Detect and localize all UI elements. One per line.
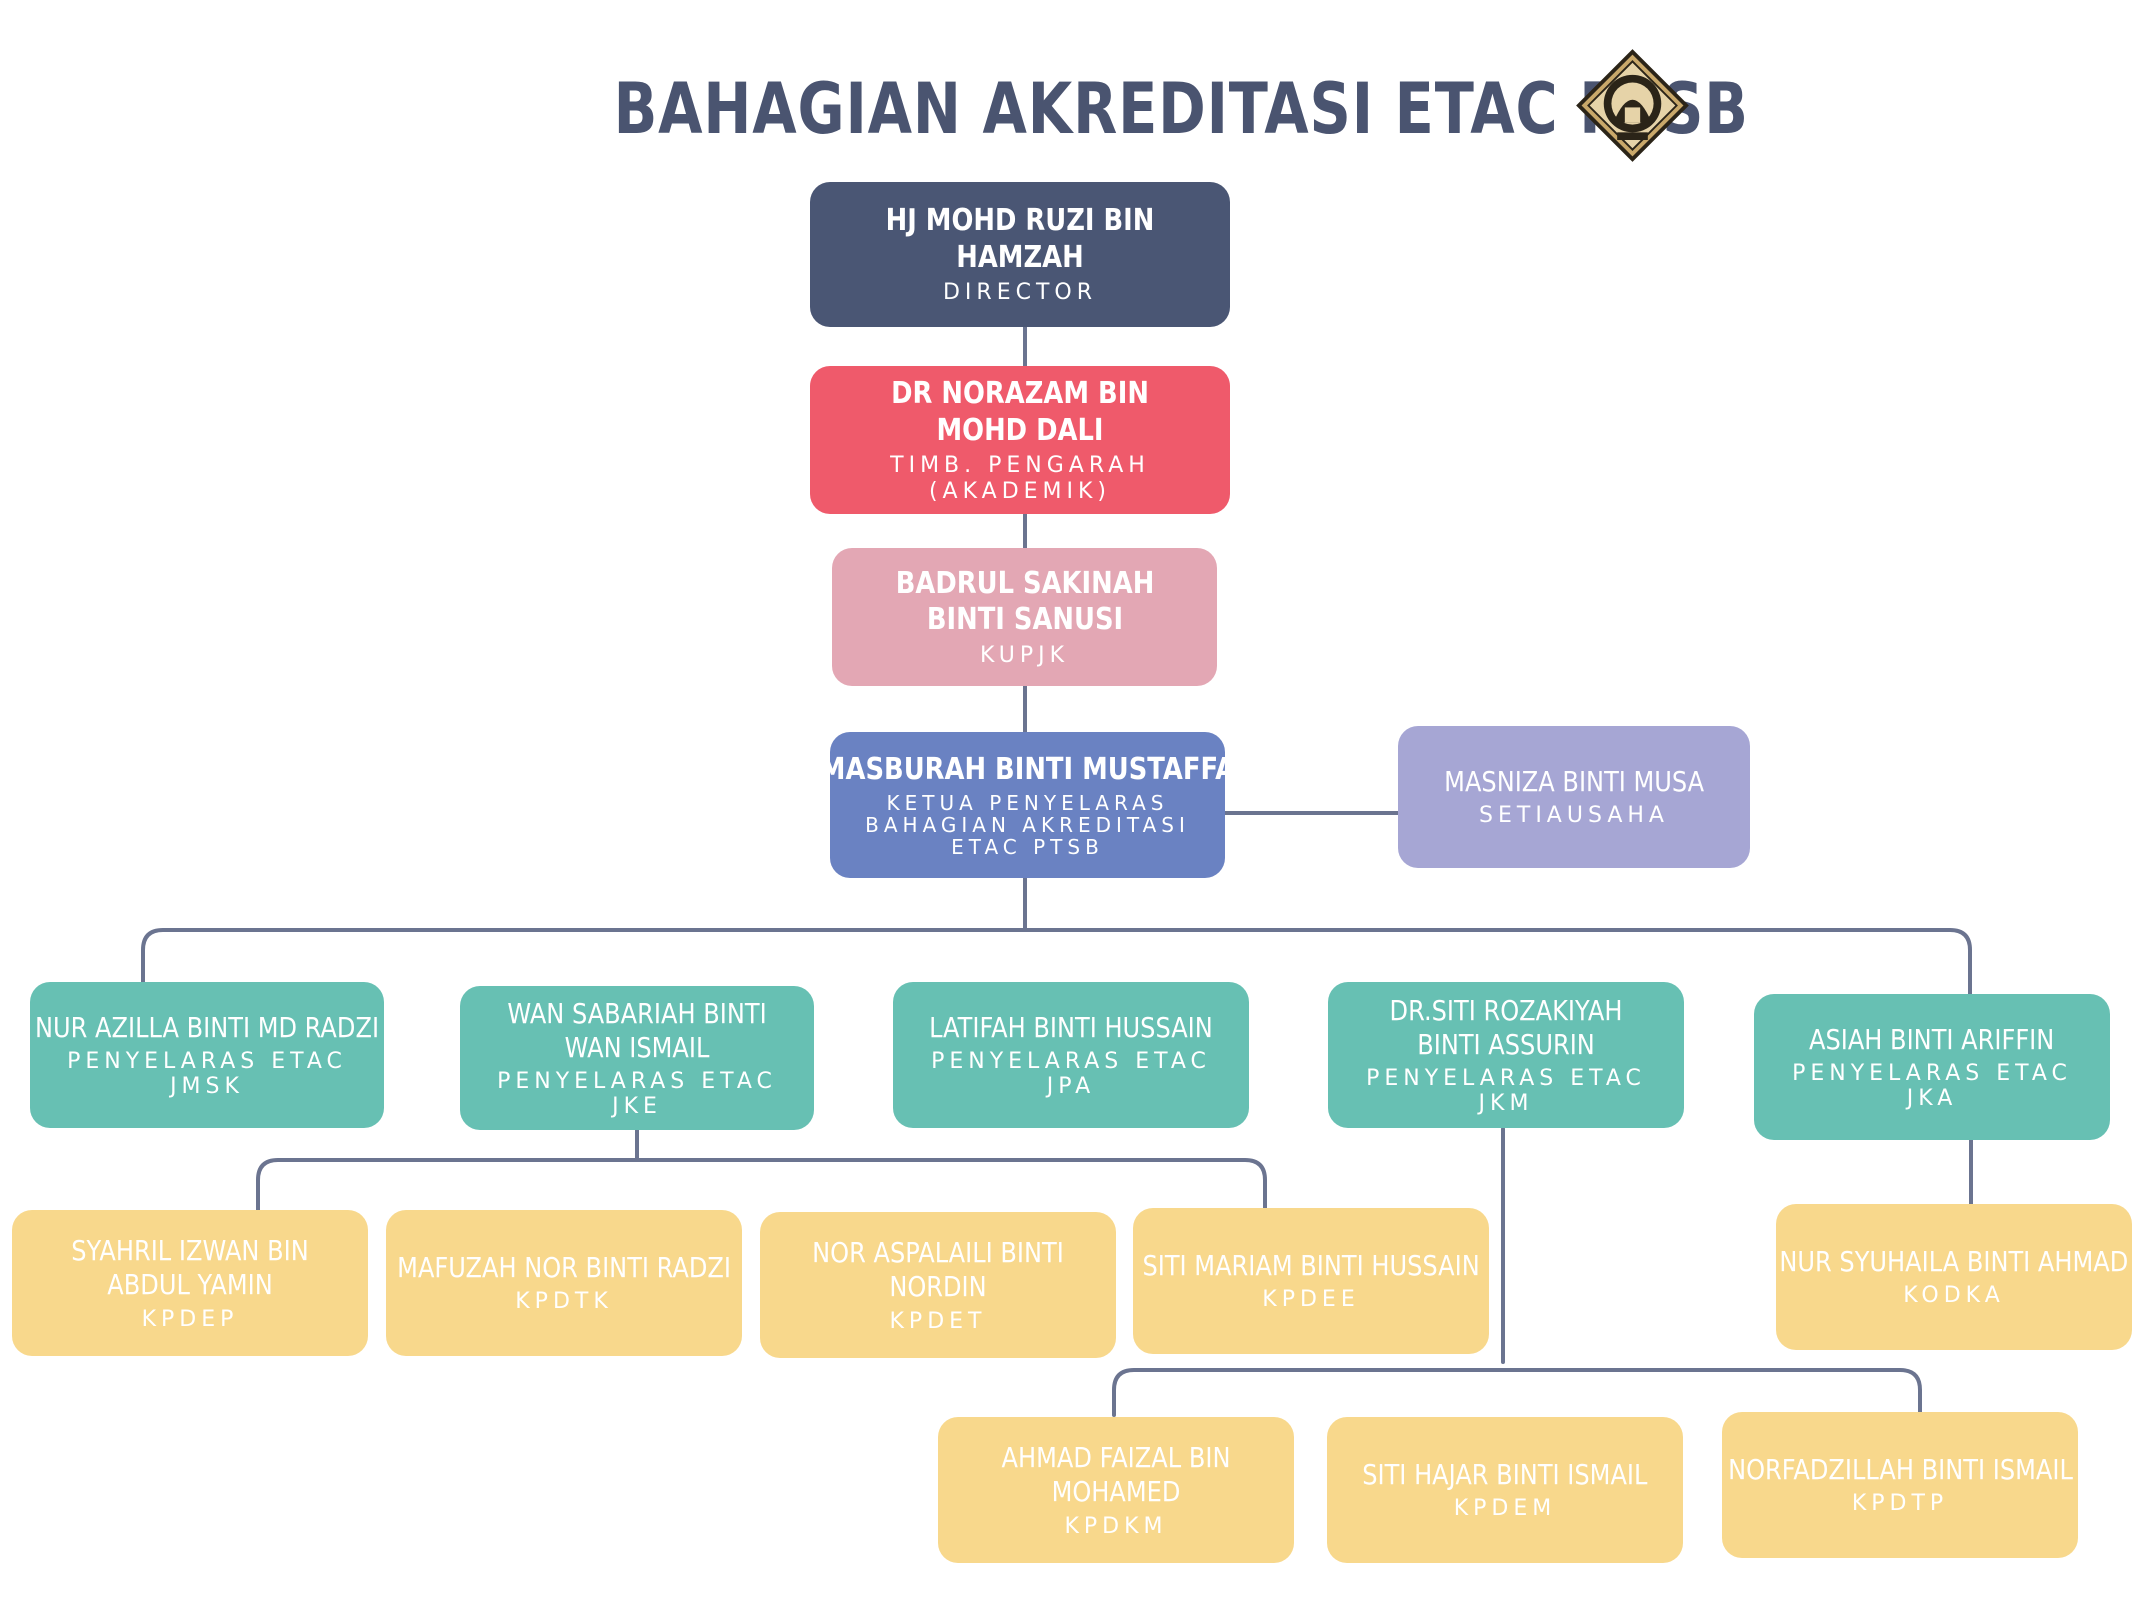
deputy-box: DR NORAZAM BIN MOHD DALI TIMB. PENGARAH … bbox=[810, 366, 1230, 514]
member-box-kpdtp: NORFADZILLAH BINTI ISMAIL KPDTP bbox=[1722, 1412, 2078, 1558]
secretary-box: MASNIZA BINTI MUSA SETIAUSAHA bbox=[1398, 726, 1750, 868]
member-name: SITI MARIAM BINTI HUSSAIN bbox=[1142, 1249, 1480, 1283]
member-name: SITI HAJAR BINTI ISMAIL bbox=[1362, 1458, 1648, 1492]
member-box-kpdkm: AHMAD FAIZAL BIN MOHAMED KPDKM bbox=[938, 1417, 1294, 1563]
member-name: NORFADZILLAH BINTI ISMAIL bbox=[1727, 1453, 2073, 1487]
member-name: NOR ASPALAILI BINTI NORDIN bbox=[812, 1236, 1064, 1304]
member-role: KPDKM bbox=[1064, 1513, 1168, 1539]
member-box-kpdem: SITI HAJAR BINTI ISMAIL KPDEM bbox=[1327, 1417, 1683, 1563]
coordinator-role: PENYELARAS ETAC JPA bbox=[931, 1048, 1211, 1100]
connector-jkm-bus bbox=[1112, 1368, 1922, 1417]
connector-jke-bus bbox=[256, 1158, 1267, 1212]
kupjk-name: BADRUL SAKINAH BINTI SANUSI bbox=[895, 565, 1154, 638]
coordinator-name: LATIFAH BINTI HUSSAIN bbox=[929, 1010, 1213, 1044]
member-box-kpdet: NOR ASPALAILI BINTI NORDIN KPDET bbox=[760, 1212, 1116, 1358]
coordinator-name: ASIAH BINTI ARIFFIN bbox=[1809, 1022, 2055, 1056]
member-role: KPDEP bbox=[141, 1306, 239, 1332]
member-role: KPDEM bbox=[1453, 1496, 1557, 1522]
member-name: SYAHRIL IZWAN BIN ABDUL YAMIN bbox=[71, 1234, 309, 1302]
coordinator-name: NUR AZILLA BINTI MD RADZI bbox=[34, 1010, 380, 1044]
coordinator-box-jmsk: NUR AZILLA BINTI MD RADZI PENYELARAS ETA… bbox=[30, 982, 384, 1128]
head-name: MASBURAH BINTI MUSTAFFA bbox=[819, 751, 1236, 787]
institution-seal-icon bbox=[1576, 49, 1689, 162]
member-name: NUR SYUHAILA BINTI AHMAD bbox=[1779, 1245, 2129, 1279]
coordinator-role: PENYELARAS ETAC JKA bbox=[1792, 1060, 2072, 1112]
coordinator-role: PENYELARAS ETAC JKE bbox=[497, 1068, 777, 1120]
member-box-kpdtk: MAFUZAH NOR BINTI RADZI KPDTK bbox=[386, 1210, 742, 1356]
deputy-name: DR NORAZAM BIN MOHD DALI bbox=[891, 376, 1149, 448]
page-title: BAHAGIAN AKREDITASI ETAC PTSB bbox=[613, 68, 1749, 150]
head-role: KETUA PENYELARAS BAHAGIAN AKREDITASI ETA… bbox=[865, 791, 1190, 860]
coordinator-box-jkm: DR.SITI ROZAKIYAH BINTI ASSURIN PENYELAR… bbox=[1328, 982, 1684, 1128]
secretary-role: SETIAUSAHA bbox=[1479, 803, 1669, 829]
deputy-role: TIMB. PENGARAH (AKADEMIK) bbox=[890, 453, 1150, 504]
director-box: HJ MOHD RUZI BIN HAMZAH DIRECTOR bbox=[810, 182, 1230, 327]
kupjk-box: BADRUL SAKINAH BINTI SANUSI KUPJK bbox=[832, 548, 1217, 686]
coordinator-box-jka: ASIAH BINTI ARIFFIN PENYELARAS ETAC JKA bbox=[1754, 994, 2110, 1140]
secretary-name: MASNIZA BINTI MUSA bbox=[1444, 765, 1704, 799]
member-name: AHMAD FAIZAL BIN MOHAMED bbox=[1001, 1441, 1231, 1509]
coordinator-name: DR.SITI ROZAKIYAH BINTI ASSURIN bbox=[1389, 993, 1623, 1061]
member-role: KPDTK bbox=[515, 1289, 613, 1315]
member-role: KPDTP bbox=[1851, 1491, 1949, 1517]
director-role: DIRECTOR bbox=[942, 280, 1098, 306]
member-box-kpdee: SITI MARIAM BINTI HUSSAIN KPDEE bbox=[1133, 1208, 1489, 1354]
coordinator-name: WAN SABARIAH BINTI WAN ISMAIL bbox=[507, 996, 767, 1064]
member-role: KODKA bbox=[1903, 1283, 2005, 1309]
coordinator-role: PENYELARAS ETAC JMSK bbox=[67, 1048, 347, 1100]
kupjk-role: KUPJK bbox=[979, 642, 1070, 668]
member-name: MAFUZAH NOR BINTI RADZI bbox=[397, 1251, 731, 1285]
member-role: KPDEE bbox=[1262, 1287, 1360, 1313]
coordinator-role: PENYELARAS ETAC JKM bbox=[1366, 1065, 1646, 1117]
connector-coordinator-bus bbox=[141, 928, 1972, 997]
director-name: HJ MOHD RUZI BIN HAMZAH bbox=[885, 203, 1155, 275]
head-box: MASBURAH BINTI MUSTAFFA KETUA PENYELARAS… bbox=[820, 732, 1235, 878]
member-box-kodka: NUR SYUHAILA BINTI AHMAD KODKA bbox=[1776, 1204, 2132, 1350]
coordinator-box-jke: WAN SABARIAH BINTI WAN ISMAIL PENYELARAS… bbox=[460, 986, 814, 1130]
member-role: KPDET bbox=[889, 1308, 987, 1334]
member-box-kpdep: SYAHRIL IZWAN BIN ABDUL YAMIN KPDEP bbox=[12, 1210, 368, 1356]
coordinator-box-jpa: LATIFAH BINTI HUSSAIN PENYELARAS ETAC JP… bbox=[893, 982, 1249, 1128]
